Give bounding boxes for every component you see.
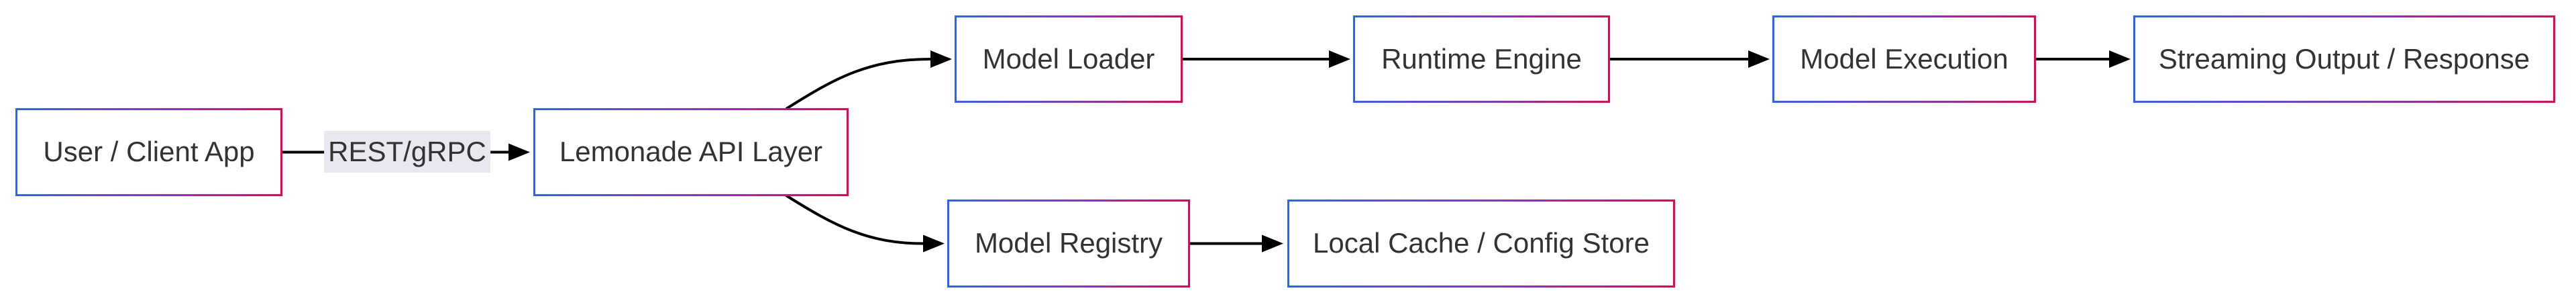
edge-api-to-loader	[785, 50, 952, 110]
node-local-cache-config-store: Local Cache / Config Store	[1287, 200, 1675, 288]
node-streaming-output-response: Streaming Output / Response	[2133, 15, 2555, 103]
node-model-execution: Model Execution	[1772, 15, 2036, 103]
node-user-client-app: User / Client App	[15, 108, 282, 196]
node-model-loader: Model Loader	[955, 15, 1183, 103]
node-model-registry: Model Registry	[947, 200, 1190, 288]
node-runtime-engine: Runtime Engine	[1353, 15, 1610, 103]
edge-label-rest-grpc: REST/gRPC	[324, 131, 490, 173]
edge-api-to-registry	[785, 194, 945, 253]
node-lemonade-api-layer: Lemonade API Layer	[533, 108, 849, 196]
